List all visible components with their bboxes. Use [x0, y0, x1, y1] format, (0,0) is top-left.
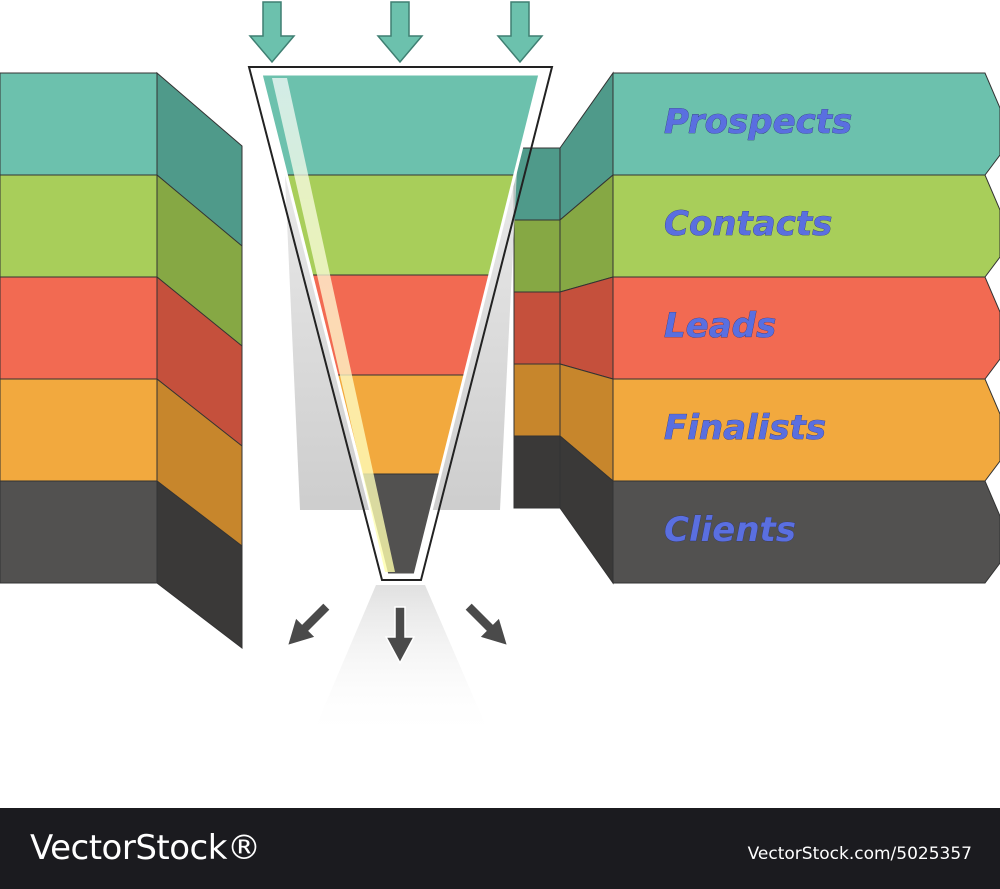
right-block-side [559, 276, 614, 380]
right-back-block [513, 435, 561, 509]
left-stage-stack [0, 71, 243, 650]
left-block-front [0, 174, 158, 278]
funnel [247, 66, 554, 740]
footer-brand: VectorStock® [30, 828, 261, 868]
right-back-block [513, 291, 561, 365]
down-arrow-icon [376, 1, 424, 64]
stage-label: Prospects [664, 102, 852, 142]
output-arrows [286, 601, 509, 665]
right-back-block [513, 147, 561, 221]
down-arrow-icon [248, 1, 296, 64]
right-back-block [513, 219, 561, 293]
output-arrow-icon [384, 606, 416, 665]
left-block-front [0, 72, 158, 176]
left-block-front [0, 480, 158, 584]
left-block-front [0, 276, 158, 380]
output-arrow-icon [286, 601, 332, 647]
right-banner [612, 480, 1000, 584]
stage-label: Clients [664, 510, 796, 550]
left-block-side [156, 479, 243, 650]
stage-label: Finalists [664, 408, 826, 448]
stage-label: Contacts [664, 204, 832, 244]
right-stage-stack [513, 71, 1000, 585]
funnel-inner-outline [259, 72, 542, 577]
funnel-outline [247, 66, 554, 581]
right-back-block [513, 363, 561, 437]
left-block-front [0, 378, 158, 482]
funnel-glass-shine [272, 78, 395, 572]
down-arrow-icon [496, 1, 544, 64]
output-arrow-icon [463, 601, 509, 647]
footer-bar: VectorStock® VectorStock.com/5025357 [0, 808, 1000, 889]
stage-label: Leads [664, 306, 776, 346]
input-arrows [248, 1, 544, 64]
footer-credit: VectorStock.com/5025357 [747, 844, 972, 864]
